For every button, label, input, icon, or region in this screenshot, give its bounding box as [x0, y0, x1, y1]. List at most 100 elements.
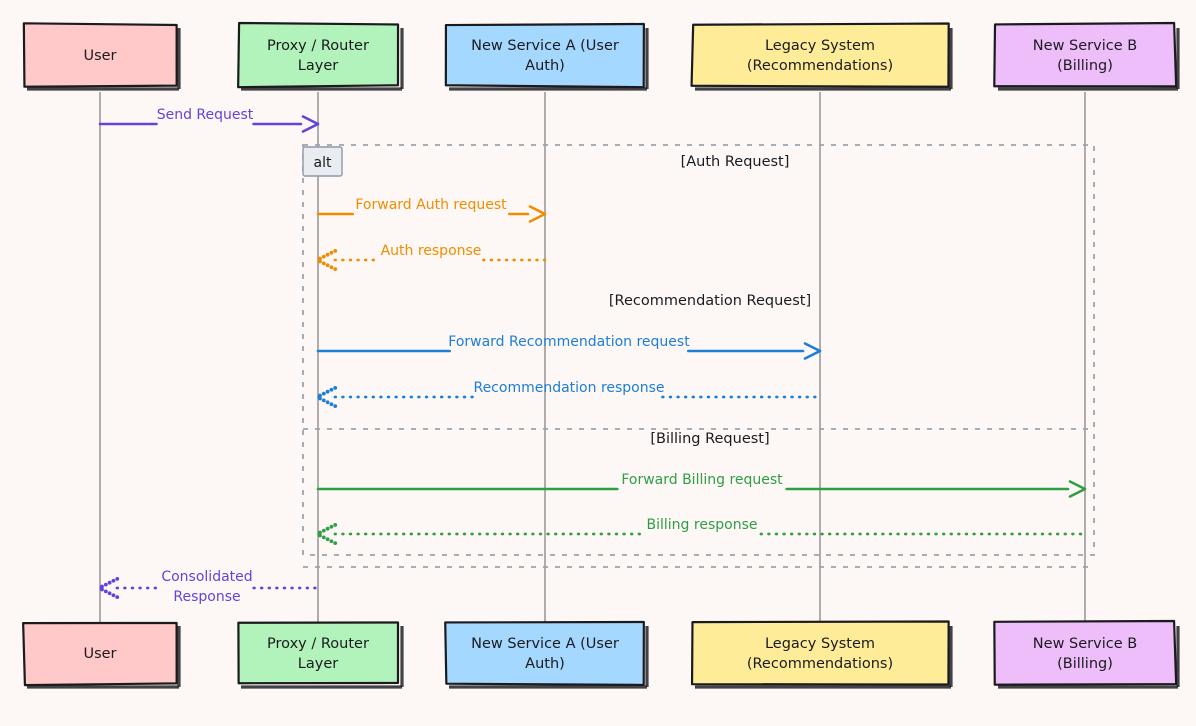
arrowhead-dot [107, 580, 112, 585]
participant-label-svc_b: New Service B [1033, 636, 1137, 652]
arrowhead-dot [333, 404, 338, 409]
participant-label-svc_a: Auth) [525, 656, 565, 672]
box-outline [237, 21, 400, 89]
arrowhead-dot [103, 589, 108, 594]
arrowhead-dot [329, 250, 334, 255]
arrowhead-dot [333, 522, 338, 527]
participant-label-legacy: (Recommendations) [747, 58, 893, 74]
arrowhead [301, 115, 320, 133]
participant-box-legacy-bottom[interactable]: Legacy System(Recommendations) [690, 620, 953, 689]
message-label-m4: Forward Recommendation request [448, 334, 690, 350]
message-m7[interactable]: Billing response [317, 517, 1087, 546]
participant-label-legacy: Legacy System [765, 38, 875, 54]
box-outline [690, 620, 950, 686]
arrowhead-dot [111, 593, 116, 598]
message-label-m8: Consolidated [161, 569, 252, 585]
alt-fragment-outline [302, 144, 1095, 556]
arrowhead-dot [317, 258, 322, 262]
box-outline [690, 22, 950, 88]
arrowhead-dot [321, 261, 326, 266]
message-label-m3: Auth response [381, 243, 482, 259]
arrowhead-dot [325, 263, 330, 268]
alt-condition-label-0: [Auth Request] [681, 154, 790, 170]
arrowhead-dot [111, 578, 116, 583]
participant-box-user-bottom[interactable]: User [22, 621, 181, 689]
message-label-m7: Billing response [647, 517, 758, 533]
arrowhead-dot [99, 586, 104, 590]
message-label-m1: Send Request [157, 107, 254, 123]
box-outline [22, 22, 178, 88]
arrowhead-dot [321, 254, 326, 259]
alt-fragment-layer: alt [Auth Request] [Recommendation Request… [302, 144, 1095, 568]
message-m3[interactable]: Auth response [317, 243, 547, 272]
arrowhead-dot [329, 524, 334, 529]
arrowhead-dot [321, 535, 326, 540]
alt-keyword-box [302, 146, 343, 177]
participant-label-svc_b: New Service B [1033, 38, 1137, 54]
arrowhead-dot [325, 400, 330, 405]
arrowhead-dot [321, 391, 326, 396]
arrowhead-dot [329, 539, 334, 544]
arrowhead-dot [333, 541, 338, 546]
arrowhead-dot [103, 582, 108, 587]
arrowhead-dot [329, 402, 334, 407]
arrowhead-dot [329, 387, 334, 392]
alt-condition-label-1: [Recommendation Request] [609, 293, 811, 309]
arrowhead-dot [107, 591, 112, 596]
alt-keyword-label: alt [314, 155, 332, 171]
arrowhead-dot [115, 595, 120, 600]
box-outline [22, 621, 178, 687]
participant-label-proxy: Layer [298, 58, 338, 74]
participant-box-svc_b-bottom[interactable]: New Service B (Billing) [993, 619, 1180, 689]
arrowhead-dot [321, 528, 326, 533]
message-m6[interactable]: Forward Billing request [316, 472, 1087, 498]
alt-condition-label-2: [Billing Request] [650, 431, 769, 447]
message-label-m8: Response [173, 589, 240, 605]
arrowhead-dot [325, 526, 330, 531]
participant-label-svc_a: Auth) [525, 58, 565, 74]
message-label-m6: Forward Billing request [621, 472, 783, 488]
arrowhead-dot [333, 267, 338, 272]
message-m4[interactable]: Forward Recommendation request [316, 334, 822, 360]
participant-label-svc_a: New Service A (User [471, 38, 619, 54]
participant-box-legacy-top[interactable]: Legacy System (Recommendations) [690, 22, 953, 91]
participant-box-svc_b-top[interactable]: New Service B(Billing) [993, 21, 1180, 91]
arrowhead-dot [325, 537, 330, 542]
arrowhead [1068, 480, 1087, 498]
box-outline [237, 621, 400, 685]
message-m2[interactable]: Forward Auth request [316, 197, 547, 223]
message-m1[interactable]: Send Request [98, 107, 320, 133]
arrowhead-dot [317, 395, 322, 399]
message-label-m2: Forward Auth request [355, 197, 507, 213]
arrowhead-dot [317, 532, 322, 536]
participant-label-legacy: Legacy System [765, 636, 875, 652]
box-outline [444, 22, 645, 89]
participant-box-user-top[interactable]: User [22, 22, 181, 91]
participant-label-proxy: Proxy / Router [267, 636, 369, 652]
participant-label-proxy: Layer [298, 656, 338, 672]
box-outline [444, 620, 645, 687]
participant-label-user: User [83, 48, 116, 64]
arrowhead-dot [115, 576, 120, 581]
arrowhead-dot [325, 389, 330, 394]
participant-label-svc_b: (Billing) [1057, 656, 1113, 672]
arrowhead [528, 205, 547, 223]
alt-keyword-badge[interactable]: alt [302, 146, 343, 177]
message-label-m5: Recommendation response [473, 380, 664, 396]
participant-label-proxy: Proxy / Router [267, 38, 369, 54]
arrowhead-dot [333, 248, 338, 253]
message-m5[interactable]: Recommendation response [317, 380, 822, 409]
participant-label-user: User [83, 646, 116, 662]
arrowhead-dot [333, 385, 338, 390]
box-outline [993, 619, 1178, 686]
